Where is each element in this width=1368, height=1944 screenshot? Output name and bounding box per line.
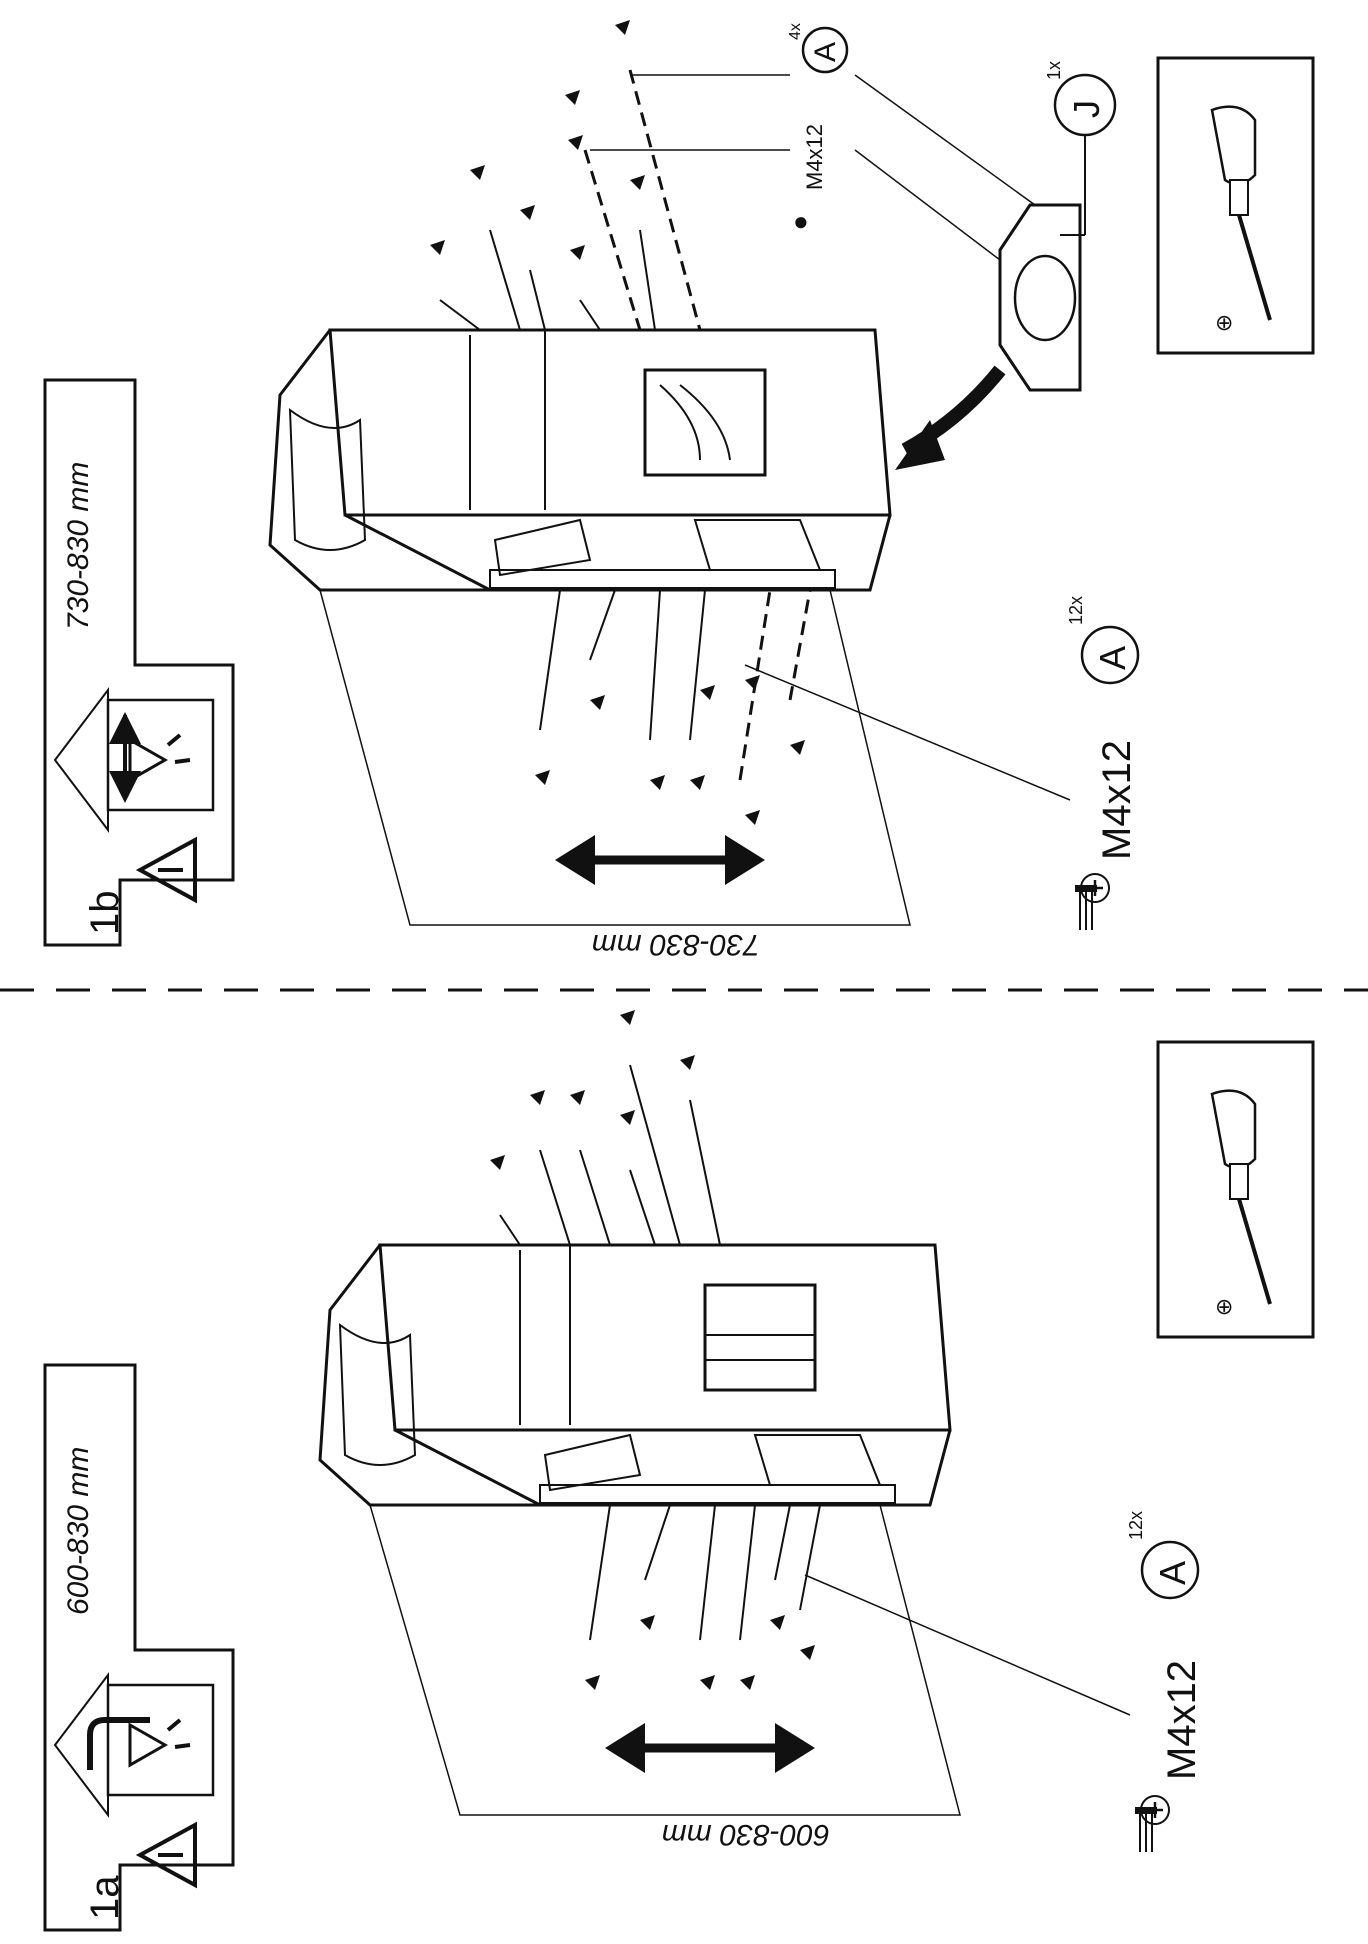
callout-screw-1a: M4x12 A 12x	[804, 1511, 1204, 1852]
extra-screw-part: A	[809, 42, 842, 62]
warning-triangle-icon	[135, 836, 197, 904]
screwdriver-icon: ⊕	[1210, 105, 1272, 335]
screw-set-1a	[490, 1010, 821, 1690]
cabinet-frame-1a	[318, 1243, 952, 1507]
step-label-1a: 1a	[83, 1875, 127, 1920]
screwdriver-icon: ⊕	[1210, 1089, 1272, 1319]
screw-qty-1b: 12x	[1066, 596, 1086, 625]
extra-screw-qty: 4x	[787, 23, 804, 40]
screw-part-1a: A	[1152, 1561, 1193, 1585]
two-person-lift-icon	[53, 687, 215, 833]
part-j-label: J	[1066, 100, 1107, 118]
callout-part-j: J 1x	[1044, 61, 1117, 236]
step-label-1b: 1b	[83, 891, 127, 936]
warning-triangle-icon	[135, 1821, 197, 1889]
panel-1a: 1a 600-830 mm ⊕	[43, 1010, 1315, 1932]
adjust-range-arrow-1b	[555, 835, 765, 885]
screw-set-1b	[430, 20, 812, 825]
phillips-screw-icon: ●	[793, 206, 809, 236]
phillips-screw-icon	[1135, 1795, 1170, 1852]
two-person-lift-icon	[53, 1672, 215, 1818]
callout-extra-screw-1b: M4x12 A 4x ●	[590, 23, 1036, 261]
panel-1b: 1b 730-830 mm	[43, 20, 1315, 961]
screw-qty-1a: 12x	[1126, 1511, 1146, 1540]
step-header-1a: 1a 600-830 mm	[43, 1363, 235, 1932]
callout-screw-1b: M4x12 A 12x	[744, 596, 1140, 930]
phillips-screw-icon	[1075, 873, 1110, 930]
range-label-1a: 600-830 mm	[62, 1447, 95, 1615]
adjust-range-arrow-1a	[605, 1723, 815, 1773]
range-label-1b: 730-830 mm	[62, 462, 95, 630]
bracket-part-icon	[895, 203, 1082, 470]
dimension-label-1a: 600-830 mm	[662, 1818, 830, 1851]
screw-size-1b: M4x12	[1095, 740, 1139, 860]
tool-box-1a: ⊕	[1156, 1040, 1315, 1339]
svg-text:⊕: ⊕	[1215, 1294, 1233, 1319]
screw-part-1b: A	[1092, 646, 1133, 670]
svg-text:⊕: ⊕	[1215, 310, 1233, 335]
tool-box-1b: ⊕	[1156, 56, 1315, 355]
dimension-label-1b: 730-830 mm	[592, 928, 760, 961]
cabinet-frame-1b	[268, 328, 892, 592]
part-j-qty: 1x	[1044, 61, 1064, 80]
step-header-1b: 1b 730-830 mm	[43, 378, 235, 947]
dimension-bracket-1a: 600-830 mm	[369, 1504, 961, 1851]
dimension-bracket-1b: 730-830 mm	[319, 589, 911, 961]
extra-screw-size: M4x12	[802, 124, 827, 190]
screw-size-1a: M4x12	[1160, 1660, 1204, 1780]
